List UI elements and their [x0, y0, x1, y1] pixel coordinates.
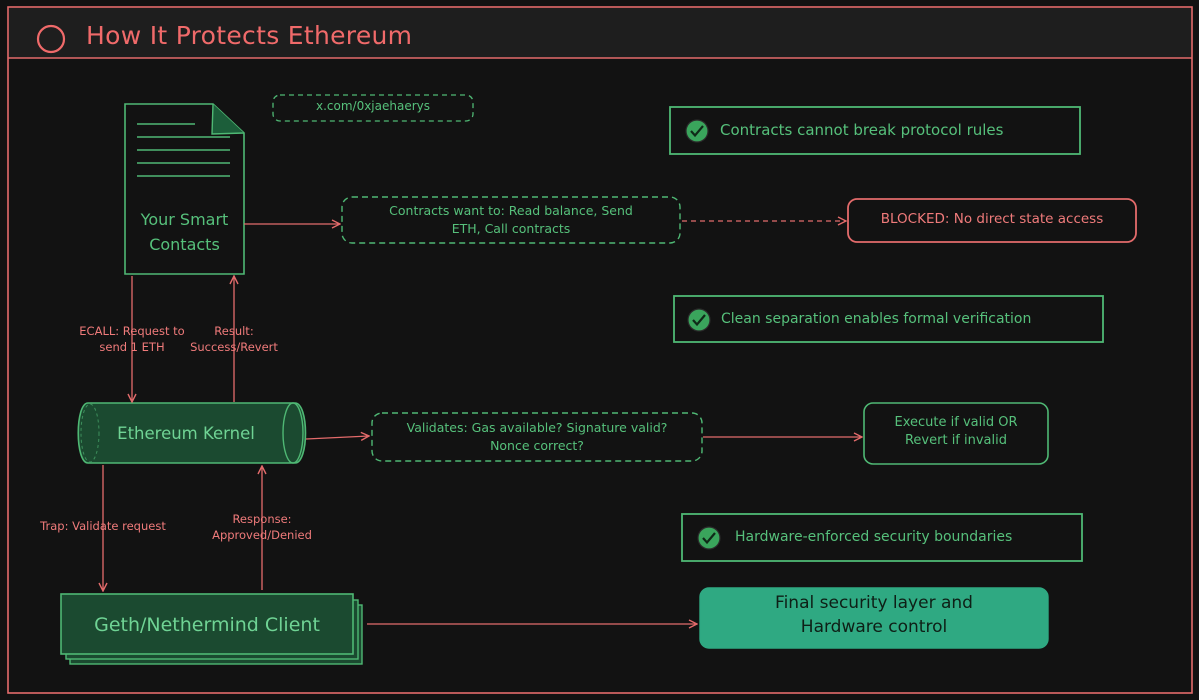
final-layer-line-2: Hardware control: [800, 616, 948, 637]
contracts-want-label: Contracts want to: Read balance, Send ET…: [342, 202, 680, 238]
handle-label: x.com/0xjaehaerys: [315, 99, 431, 113]
execute-line-2: Revert if invalid: [904, 433, 1008, 449]
ecall-label: ECALL: Request to send 1 ETH: [64, 324, 200, 355]
result-line-2: Success/Revert: [190, 339, 278, 354]
check-icon: [697, 526, 721, 550]
result-line-1: Result:: [214, 324, 254, 338]
check-label-3: Hardware-enforced security boundaries: [735, 529, 1013, 545]
circle-icon: [36, 24, 66, 54]
check-label-1: Contracts cannot break protocol rules: [720, 121, 1004, 139]
execute-line-1: Execute if valid OR: [894, 415, 1018, 430]
response-label: Response: Approved/Denied: [200, 512, 324, 543]
check-box-1: [669, 106, 1081, 155]
smart-contracts-label: Your Smart Contacts: [125, 208, 244, 258]
contracts-want-line-2: ETH, Call contracts: [451, 221, 571, 237]
ecall-line-2: send 1 ETH: [99, 339, 165, 354]
page-title: How It Protects Ethereum: [86, 21, 413, 50]
final-layer-line-1: Final security layer and: [775, 593, 973, 613]
header-bar: [9, 8, 1191, 58]
check-icon: [685, 119, 709, 143]
validates-label: Validates: Gas available? Signature vali…: [372, 419, 702, 454]
execute-label: Execute if valid OR Revert if invalid: [864, 414, 1048, 450]
final-layer-box: [699, 587, 1049, 649]
blocked-label: BLOCKED: No direct state access: [880, 211, 1104, 227]
check-box-3: [681, 513, 1083, 562]
kernel-label: Ethereum Kernel: [117, 424, 255, 443]
validates-box: [371, 412, 703, 462]
client-node: [60, 593, 363, 665]
contracts-want-line-1: Contracts want to: Read balance, Send: [389, 203, 633, 218]
validates-line-2: Nonce correct?: [490, 437, 584, 453]
result-label: Result: Success/Revert: [176, 324, 292, 355]
blocked-box: [847, 198, 1137, 243]
outer-frame: [7, 6, 1193, 694]
smart-contracts-line-2: Contacts: [149, 234, 220, 254]
ecall-line-1: ECALL: Request to: [79, 324, 185, 338]
response-line-1: Response:: [232, 512, 292, 526]
client-label: Geth/Nethermind Client: [94, 614, 320, 636]
smart-contracts-line-1: Your Smart: [140, 210, 229, 229]
execute-box: [863, 402, 1049, 465]
check-label-2: Clean separation enables formal verifica…: [721, 311, 1032, 327]
validates-line-1: Validates: Gas available? Signature vali…: [406, 420, 668, 435]
kernel-cylinder: [77, 402, 307, 464]
arrow-kernel-to-validates: [305, 436, 369, 439]
check-box-2: [673, 295, 1104, 343]
final-layer-label: Final security layer and Hardware contro…: [700, 592, 1048, 640]
check-icon: [687, 308, 711, 332]
trap-label: Trap: Validate request: [40, 519, 166, 533]
contracts-want-box: [341, 196, 681, 244]
response-line-2: Approved/Denied: [212, 527, 312, 542]
smart-contracts-node: [124, 103, 245, 275]
handle-box: [272, 94, 474, 122]
